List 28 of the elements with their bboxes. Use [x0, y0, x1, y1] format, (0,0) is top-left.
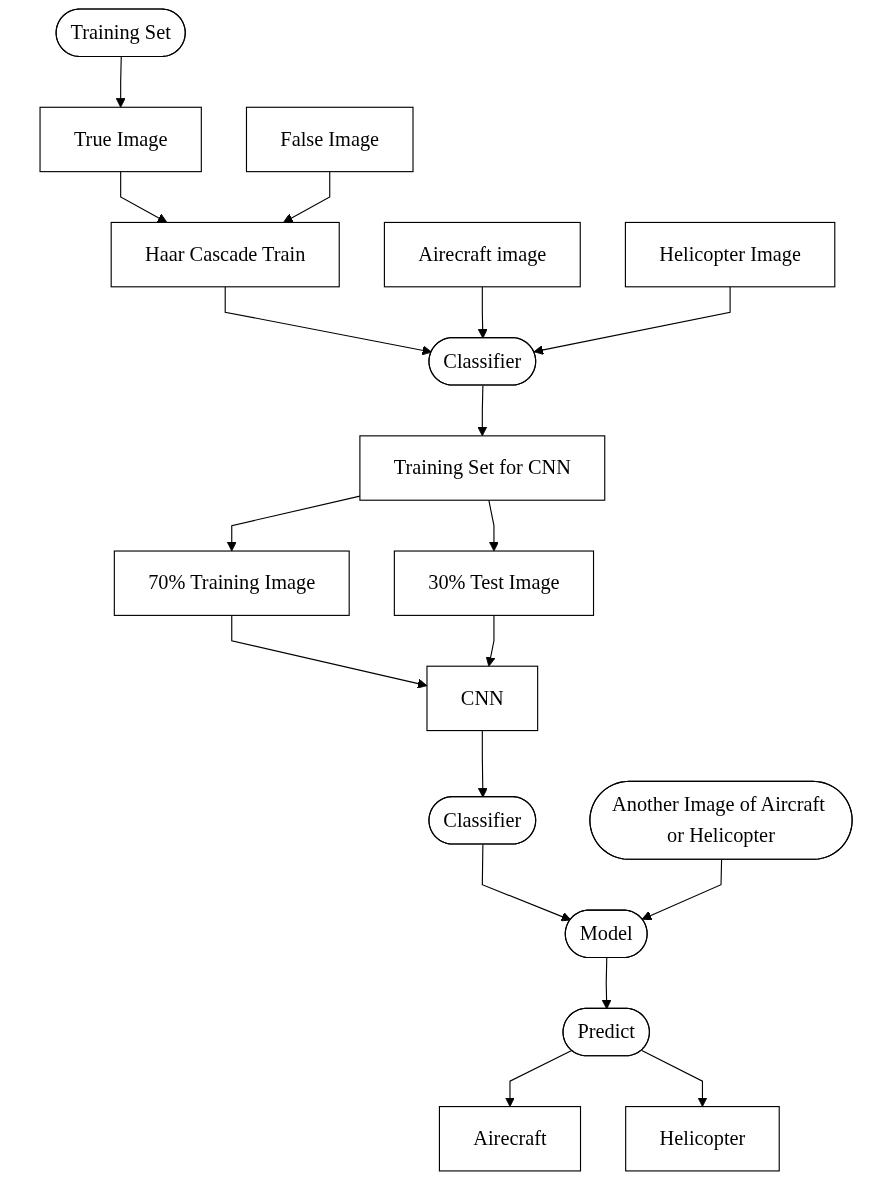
arrow [602, 957, 612, 1010]
node-box: Helicopter [625, 1106, 781, 1172]
arrow [477, 385, 488, 437]
node-box: False Image [246, 106, 414, 173]
node-box: True Image [39, 106, 203, 173]
arrow [478, 286, 489, 339]
arrow [488, 499, 500, 552]
arrow [486, 614, 496, 667]
arrow [642, 859, 723, 921]
arrow [120, 171, 168, 223]
arrow [505, 1049, 573, 1108]
node-box: Airecraft [439, 1106, 582, 1172]
arrow [478, 730, 489, 798]
arrow [283, 171, 331, 223]
node-box: 70% Training Image [114, 550, 351, 616]
arrow [227, 495, 361, 552]
arrow [116, 56, 127, 108]
node-box: Airecraft image [384, 221, 582, 288]
node-box: 30% Test Image [394, 550, 595, 616]
node-box: Haar Cascade Train [111, 221, 341, 288]
arrow [533, 286, 732, 355]
arrow [231, 614, 428, 689]
node-box: Helicopter Image [625, 221, 836, 288]
arrow [482, 844, 572, 922]
node-box: CNN [426, 665, 539, 732]
node-box: Training Set for CNN [359, 435, 606, 501]
arrow [641, 1049, 708, 1108]
arrow [225, 286, 433, 356]
